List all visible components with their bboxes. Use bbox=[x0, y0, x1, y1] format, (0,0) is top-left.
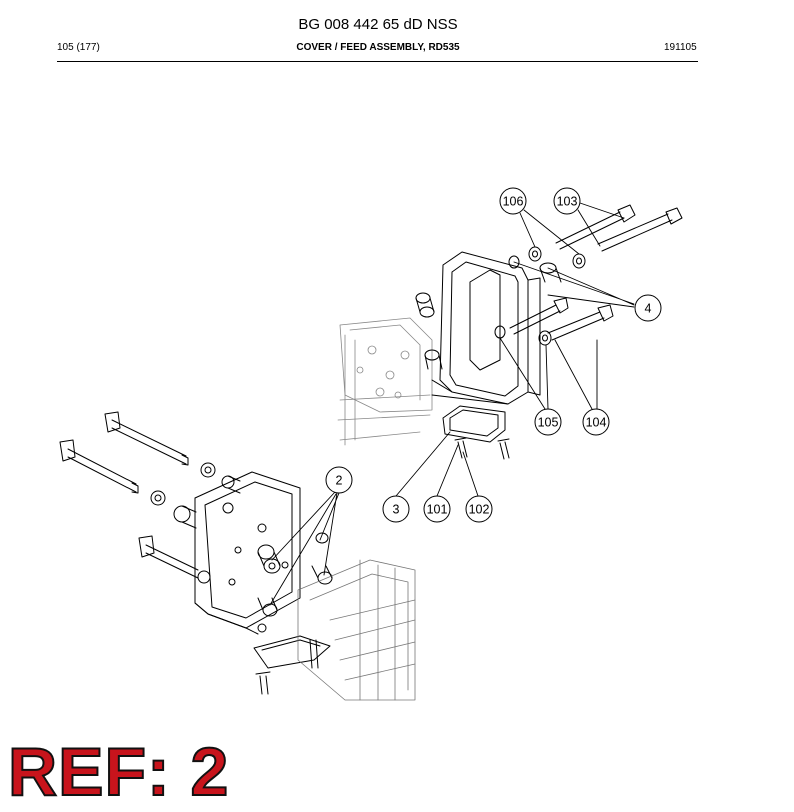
callout-106: 106 bbox=[499, 187, 527, 215]
callout-106-label: 106 bbox=[503, 195, 524, 209]
lower-bracket bbox=[253, 623, 331, 669]
washer-upper-c bbox=[508, 255, 520, 269]
callout-3-label: 3 bbox=[393, 503, 400, 517]
lower-bolt-short bbox=[138, 535, 199, 579]
ref-label: REF: 2 bbox=[7, 734, 230, 810]
callout-105-label: 105 bbox=[538, 416, 559, 430]
callout-104: 104 bbox=[582, 408, 610, 436]
bolt-103-b bbox=[597, 207, 683, 252]
callout-105: 105 bbox=[534, 408, 562, 436]
lower-washer-a bbox=[200, 462, 216, 478]
leader-lines bbox=[269, 202, 635, 606]
lower-washer-b bbox=[150, 490, 166, 506]
lower-screw-b bbox=[309, 639, 319, 669]
part-2-spacer-b bbox=[311, 565, 333, 585]
callout-103-label: 103 bbox=[557, 195, 578, 209]
washer-105-b bbox=[538, 330, 552, 346]
lower-bolt-long-b bbox=[59, 439, 139, 494]
lower-screw bbox=[255, 671, 271, 695]
callout-103: 103 bbox=[553, 187, 581, 215]
lower-rail-background bbox=[297, 559, 416, 701]
upper-frame-background bbox=[337, 317, 433, 446]
callout-4: 4 bbox=[634, 294, 662, 322]
part-2-spacer-d bbox=[315, 532, 329, 544]
lower-spacer-a bbox=[173, 505, 197, 529]
date-code: 191105 bbox=[664, 42, 697, 53]
cover-plate-3 bbox=[442, 405, 506, 443]
callout-101-label: 101 bbox=[427, 503, 448, 517]
callout-102-label: 102 bbox=[469, 503, 490, 517]
washer-106-b bbox=[572, 253, 586, 269]
screw-102 bbox=[497, 438, 510, 460]
document-title: BG 008 442 65 dD NSS bbox=[298, 16, 458, 33]
part-2-spacer-a bbox=[257, 544, 281, 574]
callout-4-label: 4 bbox=[645, 302, 652, 316]
callout-104-label: 104 bbox=[586, 416, 607, 430]
upper-spacer-right bbox=[539, 262, 562, 283]
lower-spacer-b bbox=[221, 475, 241, 494]
washer-106-a bbox=[528, 246, 542, 262]
bolt-104-a bbox=[509, 297, 569, 335]
page-number: 105 (177) bbox=[57, 42, 100, 53]
section-title: COVER / FEED ASSEMBLY, RD535 bbox=[296, 42, 460, 53]
part-2-spacer-c bbox=[257, 597, 278, 617]
callout-101: 101 bbox=[423, 495, 451, 523]
lower-washer-c bbox=[197, 570, 211, 584]
callout-2-label: 2 bbox=[336, 474, 343, 488]
header-rule bbox=[57, 61, 698, 62]
bolt-104-b bbox=[547, 304, 614, 341]
callout-102: 102 bbox=[465, 495, 493, 523]
lower-mounting-plate bbox=[194, 471, 301, 635]
lower-bolt-long-a bbox=[104, 411, 189, 466]
upper-spacer-left-2 bbox=[424, 349, 443, 370]
callout-3: 3 bbox=[382, 495, 410, 523]
callout-2: 2 bbox=[325, 466, 353, 494]
screw-101 bbox=[454, 437, 468, 459]
upper-mounting-plate bbox=[431, 251, 541, 405]
upper-spacer-left bbox=[415, 292, 435, 318]
